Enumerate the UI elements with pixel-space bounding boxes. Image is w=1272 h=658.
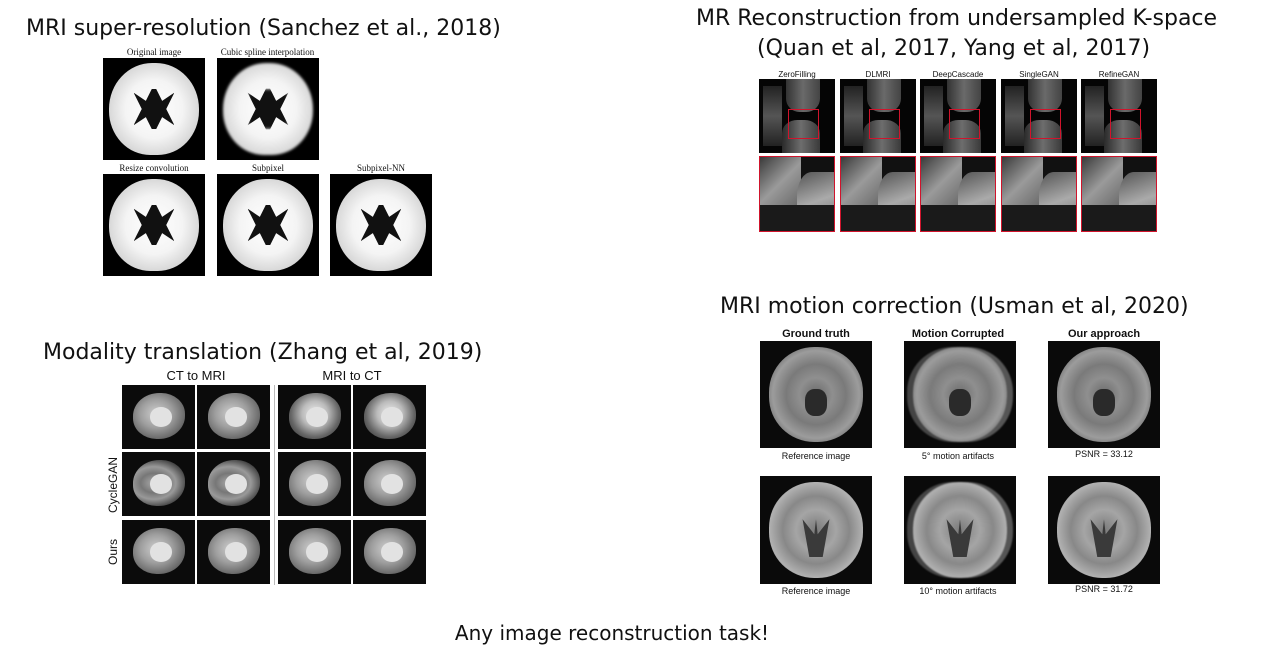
mod-r1c1-image [122,385,195,449]
mc-r2-caption-psnr: PSNR = 31.72 [1075,584,1133,594]
recon-deepcascade-image [920,79,996,153]
recon-singlegan-zoom [1001,156,1077,232]
super-resolution-title: MRI super-resolution (Sanchez et al., 20… [26,16,501,41]
col-header-our-approach: Our approach [1067,328,1141,340]
mod-r2c2-image [197,452,270,516]
caption-subpixel-nn: Subpixel-NN [357,163,405,173]
reconstruction-title-line2: (Quan et al, 2017, Yang et al, 2017) [757,36,1151,61]
caption-cubic-spline: Cubic spline interpolation [220,47,315,57]
row-label-cyclegan: CycleGAN [106,457,120,514]
caption-refinegan: RefineGAN [1098,70,1140,79]
mod-r3c1-image [122,520,195,584]
modality-title: Modality translation (Zhang et al, 2019) [43,340,483,365]
mc-r2-our-approach-image [1048,476,1160,584]
row-label-ours: Ours [106,539,120,566]
mod-r2c1-image [122,452,195,516]
caption-subpixel: Subpixel [251,163,284,173]
caption-dlmri: DLMRI [865,70,891,79]
mc-r1-caption-artifacts: 5° motion artifacts [921,451,995,461]
sr-cubic-image [217,58,319,160]
sr-subpixel-nn-image [330,174,432,276]
caption-singlegan: SingleGAN [1019,70,1059,79]
footer-caption: Any image reconstruction task! [454,621,770,645]
mod-r3c4-image [353,520,426,584]
caption-deepcascade: DeepCascade [932,70,984,79]
mc-r2-caption-artifacts: 10° motion artifacts [919,586,997,596]
recon-refinegan-image [1081,79,1157,153]
recon-refinegan-zoom [1081,156,1157,232]
mc-r2-caption-reference: Reference image [781,586,851,596]
caption-zerofilling: ZeroFilling [778,70,816,79]
col-header-mri-to-ct: MRI to CT [322,368,382,383]
motion-title: MRI motion correction (Usman et al, 2020… [720,294,1189,319]
mc-r1-our-approach-image [1048,341,1160,448]
recon-deepcascade-zoom [920,156,996,232]
mod-r3c2-image [197,520,270,584]
mc-r1-corrupted-image [904,341,1016,448]
recon-dlmri-image [840,79,916,153]
caption-resize-conv: Resize convolution [119,163,189,173]
mod-r1c3-image [278,385,351,449]
mc-r2-ground-truth-image [760,476,872,584]
recon-dlmri-zoom [840,156,916,232]
col-header-ground-truth: Ground truth [782,328,850,340]
modality-divider [274,385,275,585]
sr-subpixel-image [217,174,319,276]
mc-r2-corrupted-image [904,476,1016,584]
col-header-ct-to-mri: CT to MRI [166,368,226,383]
mc-r1-caption-psnr: PSNR = 33.12 [1075,449,1133,459]
caption-original: Original image [126,47,182,57]
sr-original-image [103,58,205,160]
sr-resize-image [103,174,205,276]
recon-zerofilling-zoom [759,156,835,232]
col-header-motion-corrupted: Motion Corrupted [911,328,1005,340]
mod-r1c4-image [353,385,426,449]
mc-r1-ground-truth-image [760,341,872,448]
recon-zerofilling-image [759,79,835,153]
mod-r1c2-image [197,385,270,449]
mod-r3c3-image [278,520,351,584]
mod-r2c3-image [278,452,351,516]
reconstruction-title-line1: MR Reconstruction from undersampled K-sp… [696,6,1218,31]
recon-singlegan-image [1001,79,1077,153]
mod-r2c4-image [353,452,426,516]
mc-r1-caption-reference: Reference image [781,451,851,461]
